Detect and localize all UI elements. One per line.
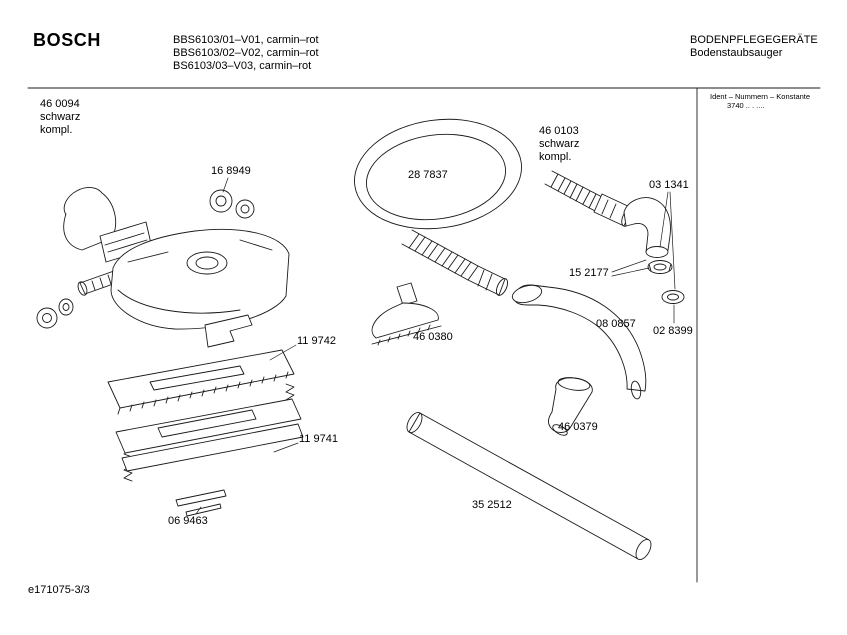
part-label-15-2177: 15 2177 (569, 267, 609, 279)
crevice-nozzle (548, 377, 593, 436)
model-line-3: BS6103/03–V03, carmin–rot (173, 60, 312, 72)
division-title: BODENPFLEGEGERÄTE (690, 34, 818, 46)
rollers (209, 189, 255, 219)
handle-bend (511, 284, 647, 400)
part-label-03-1341: 03 1341 (649, 179, 689, 191)
swivel-connector (63, 187, 153, 263)
linkage-bracket (204, 314, 253, 348)
suction-tube (406, 411, 652, 561)
header-right: BODENPFLEGEGERÄTE Bodenstaubsauger (690, 34, 818, 60)
brush-plate (107, 349, 295, 415)
upholstery-nozzle (371, 282, 442, 346)
part-label-06-9463: 06 9463 (168, 515, 208, 527)
model-list: BBS6103/01–V01, carmin–rot BBS6103/02–V0… (173, 34, 319, 73)
part-label-16-8949: 16 8949 (211, 165, 251, 177)
model-line-1: BBS6103/01–V01, carmin–rot (173, 34, 319, 46)
document-reference: e171075-3/3 (28, 584, 90, 596)
nozzle-body (110, 228, 290, 330)
part-label-11-9741: 11 9741 (299, 433, 338, 445)
corrugated-hose (544, 170, 635, 227)
part-label-46-0380: 46 0380 (413, 331, 453, 343)
product-title: Bodenstaubsauger (690, 47, 783, 59)
part-label-02-8399: 02 8399 (653, 325, 693, 337)
collar-ring (647, 260, 673, 274)
part-label-08-0857: 08 0857 (596, 318, 636, 330)
elbow-connector (623, 197, 671, 258)
bosch-logo: BOSCH (33, 30, 102, 50)
thread-strips (175, 489, 227, 517)
seal-ring (661, 290, 685, 304)
model-line-2: BBS6103/02–V02, carmin–rot (173, 47, 319, 59)
hose-coil (354, 118, 522, 296)
part-label-35-2512: 35 2512 (472, 499, 512, 511)
leader-lines (195, 177, 676, 515)
part-label-28-7837: 28 7837 (408, 169, 448, 181)
part-label-46-0094: 46 0094 schwarz kompl. (40, 98, 81, 136)
part-label-46-0103: 46 0103 schwarz kompl. (539, 125, 580, 163)
sole-plate (115, 398, 304, 472)
part-label-11-9742: 11 9742 (297, 335, 336, 347)
part-label-46-0379: 46 0379 (558, 421, 598, 433)
ident-numbers-caption: Ident – Nummern – Konstante (710, 92, 811, 101)
washers (36, 298, 74, 329)
frame-rules (27, 87, 821, 583)
ident-numbers-value: 3740 .. . .... (727, 101, 765, 110)
floor-nozzle-assembly (36, 187, 304, 517)
